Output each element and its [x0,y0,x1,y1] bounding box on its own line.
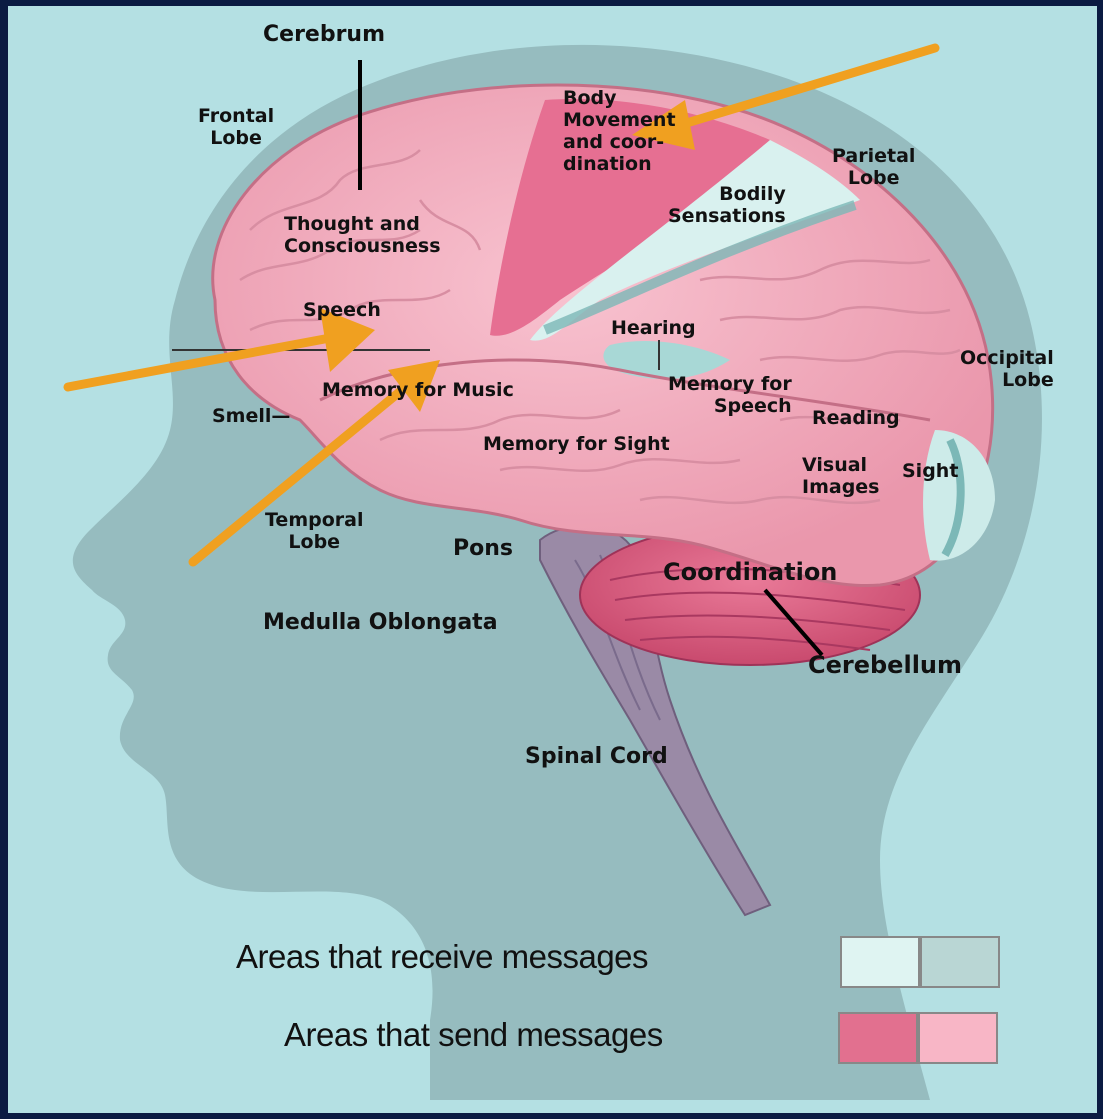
legend-receive-label: Areas that receive messages [236,938,648,976]
legend-receive-swatch-1 [840,936,920,988]
label-medulla: Medulla Oblongata [263,610,498,635]
label-smell: Smell— [212,406,290,428]
label-frontal-lobe: Frontal Lobe [198,106,274,150]
label-occipital-lobe: Occipital Lobe [960,348,1054,392]
label-sight: Sight [902,461,958,483]
label-memory-music: Memory for Music [322,380,514,402]
label-spinal-cord: Spinal Cord [525,744,668,769]
label-visual-images: Visual Images [802,455,879,499]
label-bodily-sensations: Bodily Sensations [668,184,786,228]
label-temporal-lobe: Temporal Lobe [265,510,363,554]
label-cerebellum: Cerebellum [808,652,962,680]
legend-send-swatch-2 [918,1012,998,1064]
label-coordination: Coordination [663,559,837,587]
label-body-movement: Body Movement and coor- dination [563,88,676,175]
label-reading: Reading [812,408,900,430]
label-thought: Thought and Consciousness [284,214,441,258]
label-memory-sight: Memory for Sight [483,434,670,456]
label-speech: Speech [303,300,381,322]
legend-send-label: Areas that send messages [284,1016,663,1054]
label-cerebrum: Cerebrum [263,22,385,47]
label-memory-speech: Memory for Speech [668,374,792,418]
legend-send-swatch-1 [838,1012,918,1064]
label-pons: Pons [453,536,513,561]
legend-receive-swatch-2 [920,936,1000,988]
label-parietal-lobe: Parietal Lobe [832,146,915,190]
label-hearing: Hearing [611,318,696,340]
